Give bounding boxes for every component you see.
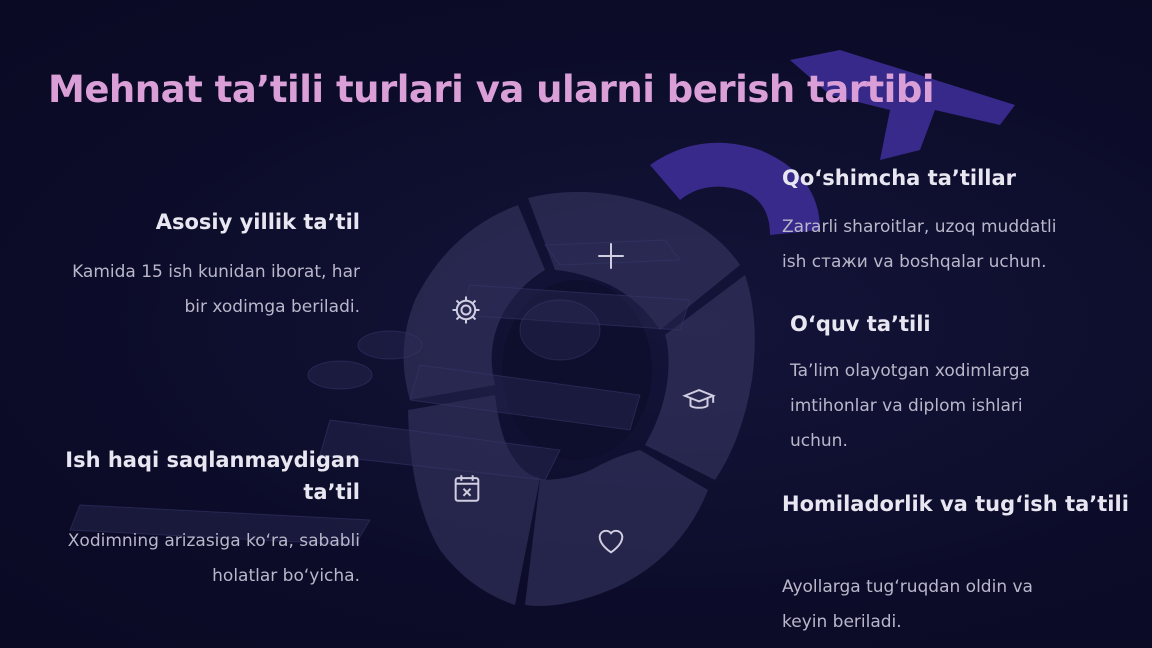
item-annual-desc-1: Kamida 15 ish kunidan iborat, har <box>72 262 360 282</box>
item-annual-desc-2: bir xodimga beriladi. <box>184 297 360 317</box>
item-additional-desc-2: ish стажи va boshqalar uchun. <box>782 252 1047 272</box>
item-unpaid-title-1: Ish haqi saqlanmaydigan <box>65 448 360 472</box>
wheel-segment-maternity <box>525 450 708 606</box>
page-title: Mehnat ta’tili turlari va ularni berish … <box>48 68 935 111</box>
item-unpaid-desc-2: holatlar bo‘yicha. <box>212 566 360 586</box>
wheel-center <box>502 280 652 460</box>
item-study-desc-3: uchun. <box>790 431 848 451</box>
wheel-segment-study <box>645 275 755 480</box>
gear-icon <box>452 296 480 324</box>
plus-icon <box>598 243 624 269</box>
item-maternity-desc-2: keyin beriladi. <box>782 612 902 632</box>
item-additional-title: Qo‘shimcha ta’tillar <box>782 166 1017 190</box>
item-unpaid-title-2: ta’til <box>303 480 360 504</box>
item-study-desc-2: imtihonlar va diplom ishlari <box>790 396 1023 416</box>
item-unpaid-desc-1: Xodimning arizasiga ko‘ra, sababli <box>67 531 360 551</box>
item-study-title: O‘quv ta’tili <box>790 312 931 336</box>
item-annual-title: Asosiy yillik ta’til <box>155 210 360 234</box>
calendar-x-icon <box>454 475 480 502</box>
item-study-desc-1: Ta’lim olayotgan xodimlarga <box>790 361 1030 381</box>
heart-icon <box>598 529 624 554</box>
item-maternity-title: Homiladorlik va tug‘ish ta’tili <box>782 492 1129 516</box>
item-maternity-desc-1: Ayollarga tug‘ruqdan oldin va <box>782 577 1033 597</box>
graduation-cap-icon <box>682 389 716 409</box>
item-additional-desc-1: Zararli sharoitlar, uzoq muddatli <box>782 217 1057 237</box>
